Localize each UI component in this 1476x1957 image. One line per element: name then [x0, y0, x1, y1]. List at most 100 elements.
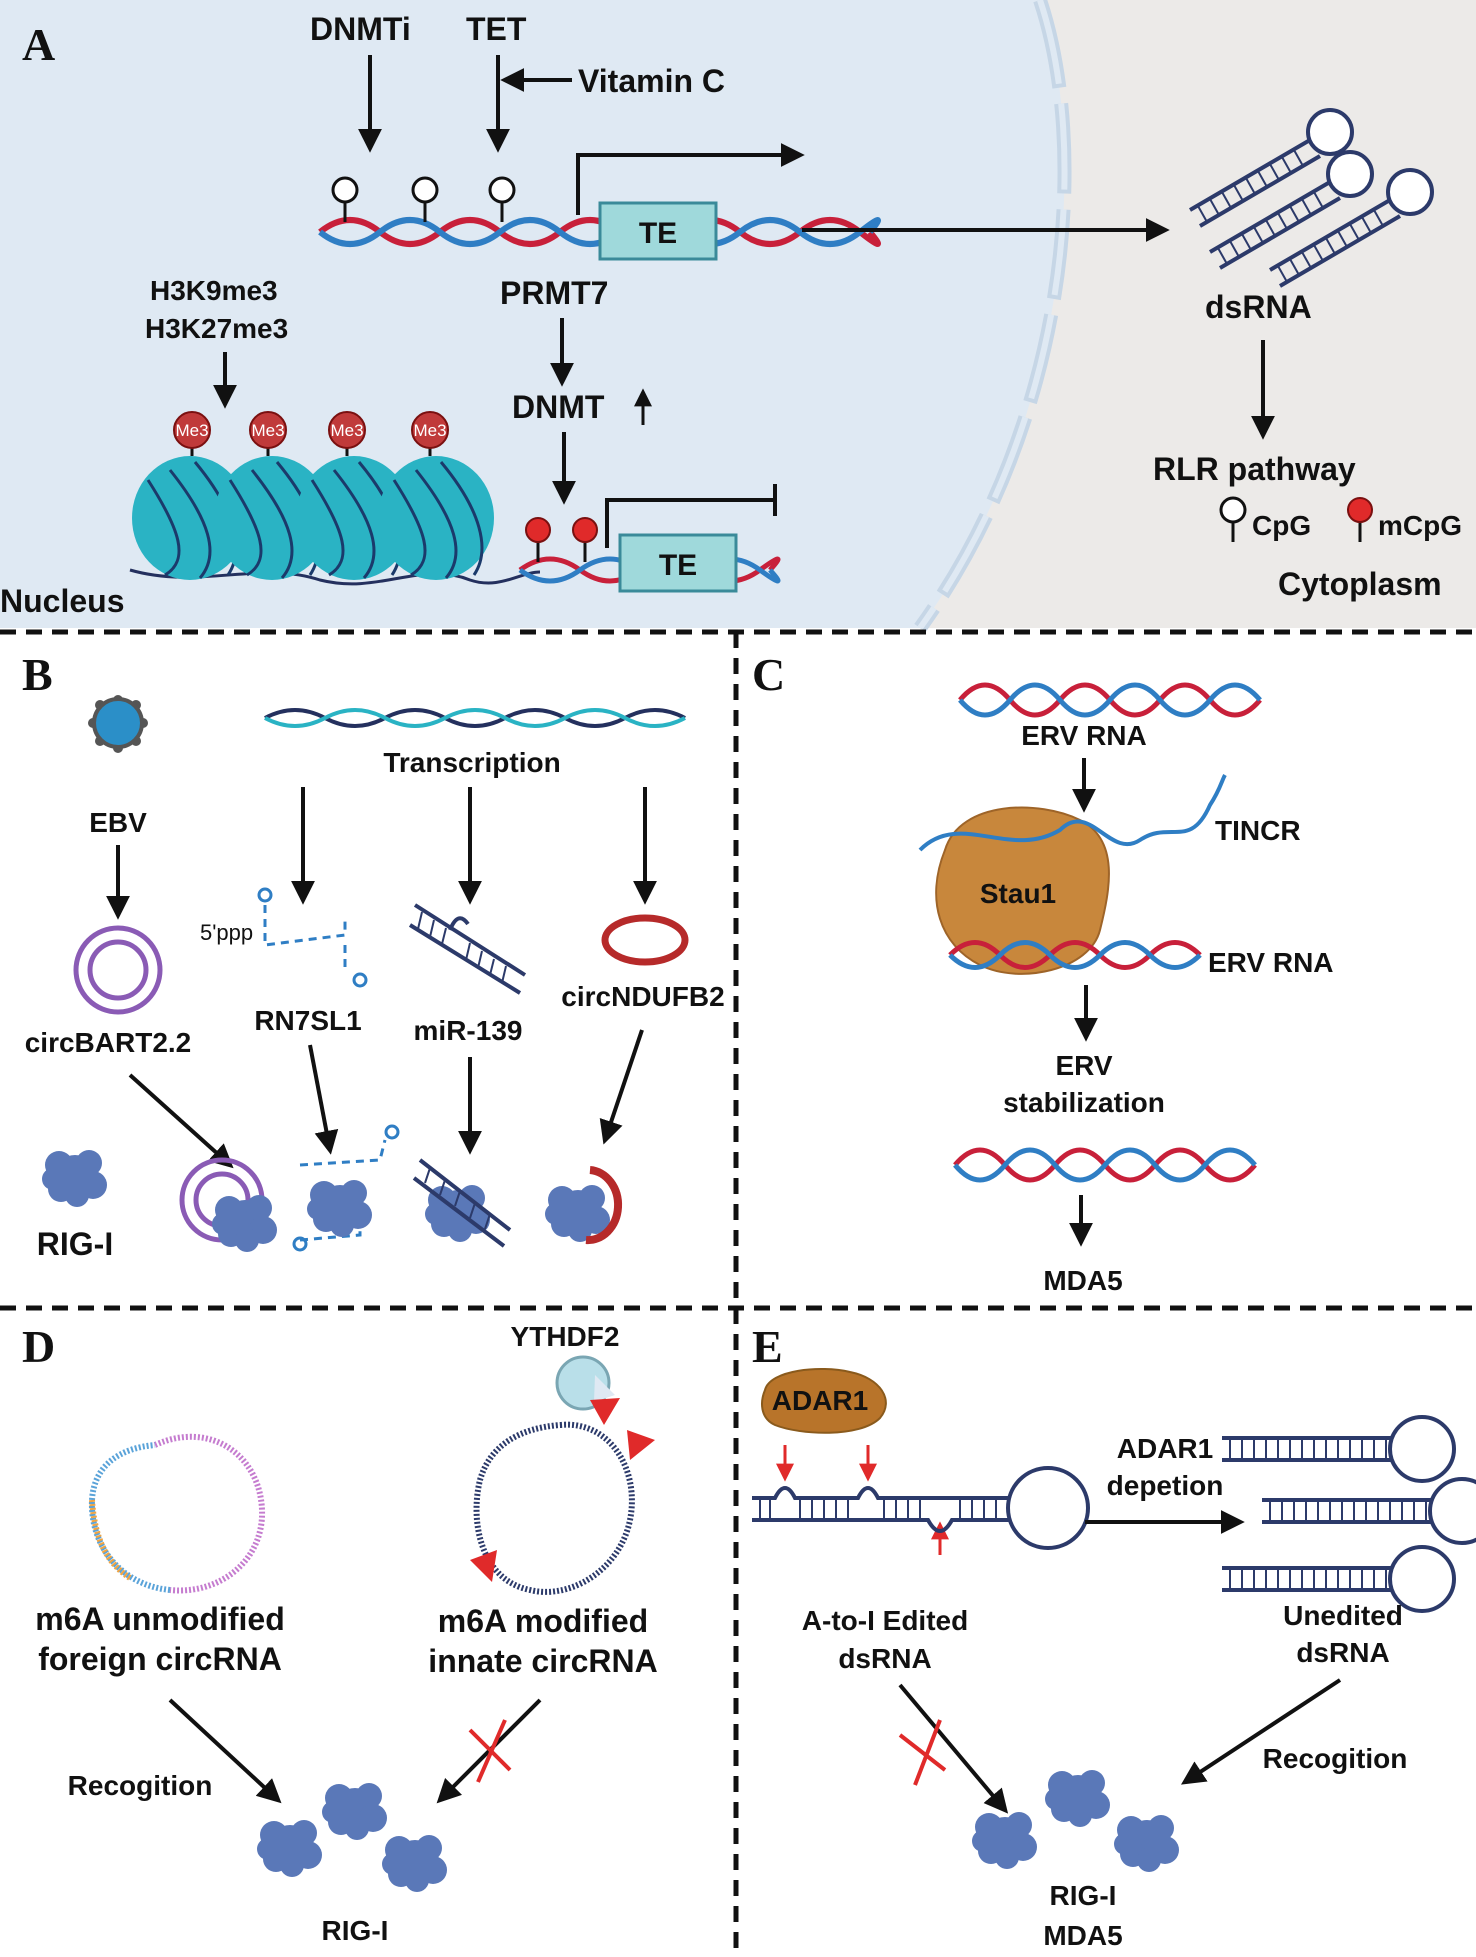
panel-a: A DNMTi TET Vitamin C TE PRMT7 DNMT H3K9…: [0, 0, 1476, 633]
stau1-protein: [935, 806, 1110, 975]
mir139-label: miR-139: [414, 1015, 523, 1046]
erv-stabilization-label-1: ERV: [1055, 1050, 1112, 1081]
panel-e: E ADAR1 ADAR1 depetion: [752, 1321, 1476, 1951]
svg-text:Me3: Me3: [330, 421, 363, 440]
mir139-hairpin: [408, 903, 527, 995]
innate-circrna: [473, 1421, 635, 1595]
te-box-bottom: [618, 533, 738, 593]
tincr-label: TINCR: [1215, 815, 1301, 846]
mda5-label-c: MDA5: [1043, 1265, 1122, 1296]
rig-i-cluster-d: [257, 1783, 447, 1892]
legend: CpG mCpG: [1219, 496, 1462, 544]
erv-rna-top: [958, 682, 1262, 718]
nucleosome-array: Me3 Me3 Me3 Me3: [129, 411, 541, 586]
te-box-top: [598, 201, 718, 261]
foreign-circrna: [88, 1433, 266, 1594]
blocked-cross-e: [898, 1719, 947, 1786]
transcription-label: Transcription: [383, 747, 560, 778]
ythdf2-protein: [555, 1355, 615, 1411]
te-top-label: TE: [639, 217, 677, 250]
rig-i-label-e: RIG-I: [1050, 1880, 1117, 1911]
circbart-circrna: [73, 925, 163, 1015]
edited-dsrna-label-1: A-to-I Edited: [802, 1605, 968, 1636]
recognition-label-e: Recogition: [1263, 1743, 1408, 1774]
panel-b-letter: B: [22, 649, 53, 700]
unedited-dsrna-hairpin: [1260, 1477, 1476, 1545]
dsrna-label: dsRNA: [1205, 289, 1312, 325]
adar1-depletion-label-1: ADAR1: [1117, 1433, 1213, 1464]
tincr-rna: [918, 773, 1227, 852]
mda5-label-e: MDA5: [1043, 1920, 1122, 1951]
panel-c-letter: C: [752, 649, 785, 700]
transcription-blocked-arrow: [605, 498, 775, 548]
panel-d-letter: D: [22, 1321, 55, 1372]
panel-a-letter: A: [22, 19, 55, 70]
adar1-protein: [761, 1368, 887, 1434]
erv-stabilization-label-2: stabilization: [1003, 1087, 1165, 1118]
rig-i-mda5-cluster: [972, 1770, 1179, 1872]
rlr-pathway-label: RLR pathway: [1153, 451, 1356, 487]
erv-rna-mid-label: ERV RNA: [1208, 947, 1334, 978]
panel-d: D YTHDF2 m6A unmodified foreign circRNA …: [22, 1321, 658, 1946]
panel-b: B EBV circBART2.2 Transcription: [22, 649, 725, 1262]
mir139-rig-i-complex: [412, 1158, 512, 1248]
rig-i-protein: [42, 1150, 107, 1207]
cytoplasm-label: Cytoplasm: [1278, 566, 1442, 602]
nucleus-label: Nucleus: [0, 583, 124, 619]
dna-helix-transcription: [264, 708, 686, 728]
te-bottom-label: TE: [659, 549, 697, 582]
blocked-cross-d: [468, 1719, 512, 1783]
mcpg-legend-label: mCpG: [1378, 510, 1462, 541]
unedited-dsrna-label-2: dsRNA: [1296, 1637, 1389, 1668]
unmodified-circrna-label-2: foreign circRNA: [38, 1641, 282, 1677]
nucleosome: Me3: [214, 411, 330, 580]
circbart-label: circBART2.2: [25, 1027, 192, 1058]
m6a-mark: [627, 1430, 655, 1460]
rig-i-label: RIG-I: [37, 1226, 113, 1262]
modified-circrna-label-1: m6A modified: [438, 1603, 648, 1639]
rn7sl1-rig-i-complex: [292, 1124, 400, 1252]
edited-dsrna: [752, 1466, 1090, 1550]
h3k27me3-label: H3K27me3: [145, 313, 288, 344]
circbart-rig-i-complex: [179, 1157, 277, 1252]
nucleosome: Me3: [378, 411, 494, 580]
ythdf2-label: YTHDF2: [511, 1321, 620, 1352]
svg-text:Me3: Me3: [251, 421, 284, 440]
recognition-label-d: Recogition: [68, 1770, 213, 1801]
dnmti-label: DNMTi: [310, 11, 411, 47]
circndufb2-circrna: [601, 914, 689, 966]
erv-rna-top-label: ERV RNA: [1021, 720, 1147, 751]
rn7sl1-label: RN7SL1: [254, 1005, 361, 1036]
unedited-dsrna-hairpin: [1220, 1415, 1456, 1483]
m6a-mark: [470, 1550, 497, 1582]
vitamin-c-label: Vitamin C: [578, 63, 725, 99]
modified-circrna-label-2: innate circRNA: [428, 1643, 657, 1679]
transcription-on-arrow: [576, 143, 805, 215]
rig-i-label-d: RIG-I: [322, 1915, 389, 1946]
unedited-dsrna-label-1: Unedited: [1283, 1600, 1403, 1631]
h3k9me3-label: H3K9me3: [150, 275, 278, 306]
ppp-label: 5'ppp: [200, 920, 253, 945]
cpg-legend-label: CpG: [1252, 510, 1311, 541]
panel-c: C ERV RNA TINCR Stau1 ERV RNA ERV stabil…: [752, 649, 1334, 1296]
adar1-depletion-label-2: depetion: [1107, 1470, 1224, 1501]
erv-rna-stable: [953, 1147, 1257, 1183]
edited-dsrna-label-2: dsRNA: [838, 1643, 931, 1674]
ebv-label: EBV: [89, 807, 147, 838]
circndufb2-label: circNDUFB2: [561, 981, 724, 1012]
adar1-label: ADAR1: [772, 1385, 868, 1416]
rn7sl1-rna: [257, 887, 368, 988]
circndufb2-rig-i-complex: [545, 1166, 623, 1245]
svg-text:Me3: Me3: [413, 421, 446, 440]
panel-e-letter: E: [752, 1321, 783, 1372]
dnmt-label: DNMT: [512, 389, 605, 425]
unmodified-circrna-label-1: m6A unmodified: [35, 1601, 284, 1637]
ebv-virus-icon: [88, 695, 148, 753]
m6a-mark: [590, 1398, 620, 1425]
tet-label: TET: [466, 11, 527, 47]
svg-text:Me3: Me3: [175, 421, 208, 440]
prmt7-label: PRMT7: [500, 275, 608, 311]
stau1-label: Stau1: [980, 878, 1056, 909]
erv-rna-bound: [948, 940, 1202, 970]
